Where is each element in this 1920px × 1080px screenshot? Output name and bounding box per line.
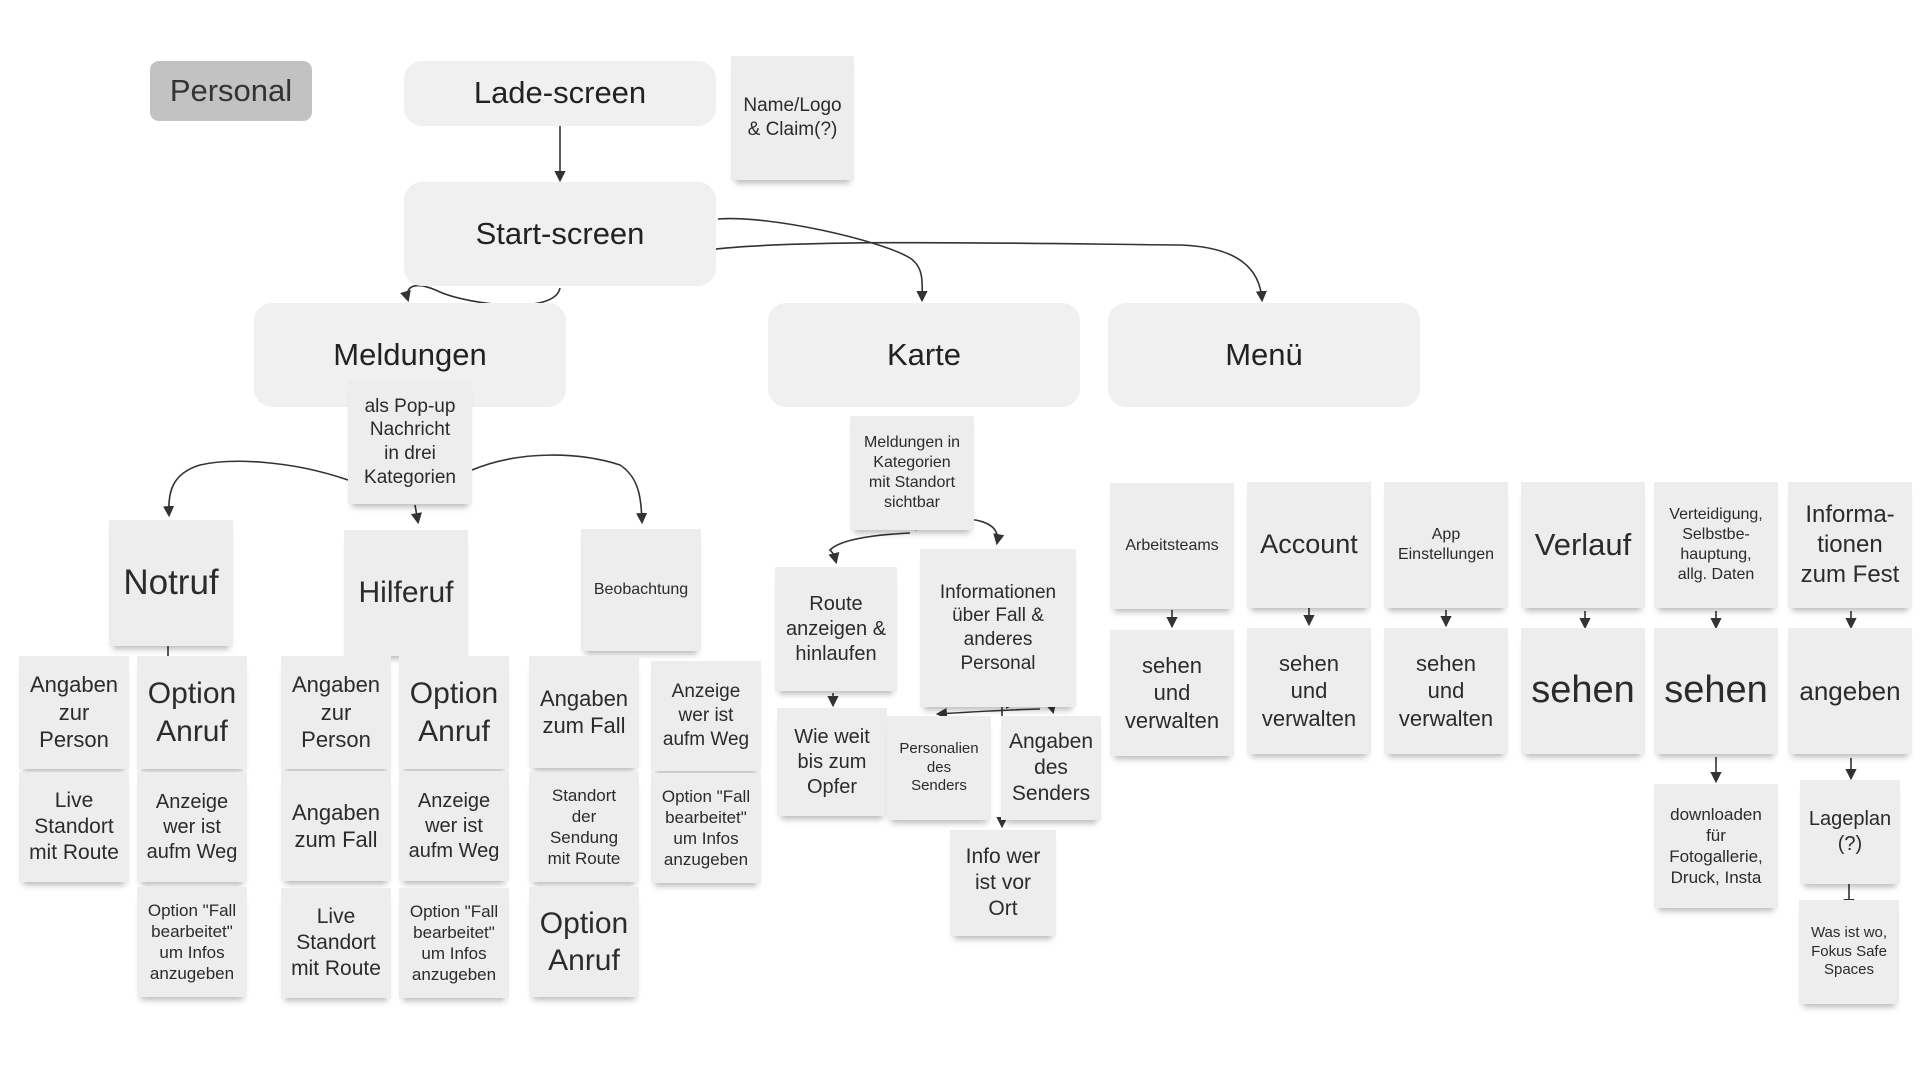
note-menu-sehen-1: sehen <box>1521 628 1645 754</box>
note-hilferuf-anzeige-weg: Anzeige wer ist aufm Weg <box>399 771 509 881</box>
note-beobachtung-fall-bearbeitet: Option "Fall bearbeitet" um Infos anzuge… <box>651 773 761 883</box>
note-notruf-live-standort: Live Standort mit Route <box>19 772 129 882</box>
note-menu-verlauf: Verlauf <box>1521 482 1645 608</box>
note-beobachtung-angaben-fall: Angaben zum Fall <box>529 656 639 768</box>
note-menu-lageplan: Lageplan (?) <box>1800 780 1900 884</box>
note-notruf-fall-bearbeitet: Option "Fall bearbeitet" um Infos anzuge… <box>137 887 247 997</box>
note-karte-info-vor-ort: Info wer ist vor Ort <box>950 830 1056 936</box>
note-beobachtung: Beobachtung <box>581 529 701 651</box>
note-menu-angeben: angeben <box>1788 628 1912 754</box>
note-menu-arbeitsteams: Arbeitsteams <box>1110 483 1234 609</box>
note-karte-meldungen-kategorien: Meldungen in Kategorien mit Standort sic… <box>850 416 974 530</box>
note-menu-app-einstellungen: App Einstellungen <box>1384 482 1508 608</box>
note-hilferuf-angaben-person: Angaben zur Person <box>281 656 391 769</box>
note-menu-account: Account <box>1247 482 1371 608</box>
arrow-popup-to-notruf <box>162 460 349 518</box>
note-menu-was-ist-wo: Was ist wo, Fokus Safe Spaces <box>1799 900 1899 1004</box>
arrow-karte-to-route <box>828 532 911 565</box>
note-notruf-option-anruf: Option Anruf <box>137 656 247 769</box>
note-menu-sehen-verwalten-3: sehen und verwalten <box>1384 628 1508 754</box>
note-notruf-angaben-person: Angaben zur Person <box>19 656 129 769</box>
arrow-info-to-personalien <box>935 707 1041 720</box>
screen-menu[interactable]: Menü <box>1108 303 1420 407</box>
note-menu-informationen-fest: Informa- tionen zum Fest <box>1788 482 1912 608</box>
note-karte-informationen: Informationen über Fall & anderes Person… <box>920 549 1076 707</box>
note-karte-personalien: Personalien des Senders <box>887 716 991 820</box>
note-menu-verteidigung: Verteidigung, Selbstbe- hauptung, allg. … <box>1654 482 1778 608</box>
note-karte-wie-weit: Wie weit bis zum Opfer <box>777 708 887 816</box>
note-beobachtung-option-anruf: Option Anruf <box>529 887 639 997</box>
tag-personal: Personal <box>150 61 312 121</box>
note-menu-sehen-verwalten-1: sehen und verwalten <box>1110 630 1234 756</box>
note-notruf-anzeige-weg: Anzeige wer ist aufm Weg <box>137 772 247 882</box>
note-notruf: Notruf <box>109 520 233 646</box>
arrow-popup-to-hilferuf <box>410 504 422 525</box>
note-hilferuf: Hilferuf <box>344 530 468 656</box>
note-hilferuf-fall-bearbeitet: Option "Fall bearbeitet" um Infos anzuge… <box>399 888 509 998</box>
note-hilferuf-live-standort: Live Standort mit Route <box>281 888 391 998</box>
note-hilferuf-angaben-fall: Angaben zum Fall <box>281 771 391 881</box>
note-karte-angaben-senders: Angaben des Senders <box>1001 716 1101 820</box>
screen-start[interactable]: Start-screen <box>404 182 716 286</box>
note-menu-downloaden: downloaden für Fotogallerie, Druck, Inst… <box>1654 784 1778 908</box>
arrow-popup-to-beobachtung <box>471 454 648 525</box>
screen-lade[interactable]: Lade-screen <box>404 61 716 126</box>
screen-karte[interactable]: Karte <box>768 303 1080 407</box>
arrow-start-to-meldungen <box>400 284 561 306</box>
note-menu-sehen-2: sehen <box>1654 628 1778 754</box>
note-beobachtung-anzeige-weg: Anzeige wer ist aufm Weg <box>651 661 761 771</box>
note-menu-sehen-verwalten-2: sehen und verwalten <box>1247 628 1371 754</box>
note-beobachtung-standort-sendung: Standort der Sendung mit Route <box>529 772 639 882</box>
note-hilferuf-option-anruf: Option Anruf <box>399 656 509 769</box>
note-popup-kategorien: als Pop-up Nachricht in drei Kategorien <box>348 380 472 504</box>
note-name-logo: Name/Logo & Claim(?) <box>731 56 854 180</box>
arrow-start-to-karte <box>717 217 928 303</box>
arrow-start-to-menu <box>707 241 1267 303</box>
note-karte-route: Route anzeigen & hinlaufen <box>775 567 897 691</box>
